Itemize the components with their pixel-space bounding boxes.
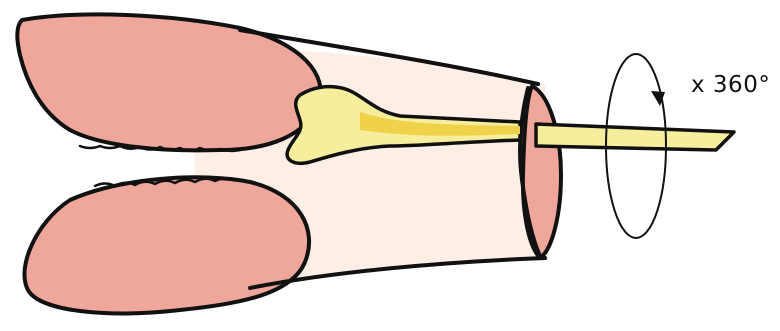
lower-tissue-lobe bbox=[24, 177, 309, 313]
rotation-count-label: x 360° bbox=[691, 72, 770, 98]
canal-opening bbox=[523, 86, 561, 258]
instrument-shaft bbox=[536, 124, 734, 150]
